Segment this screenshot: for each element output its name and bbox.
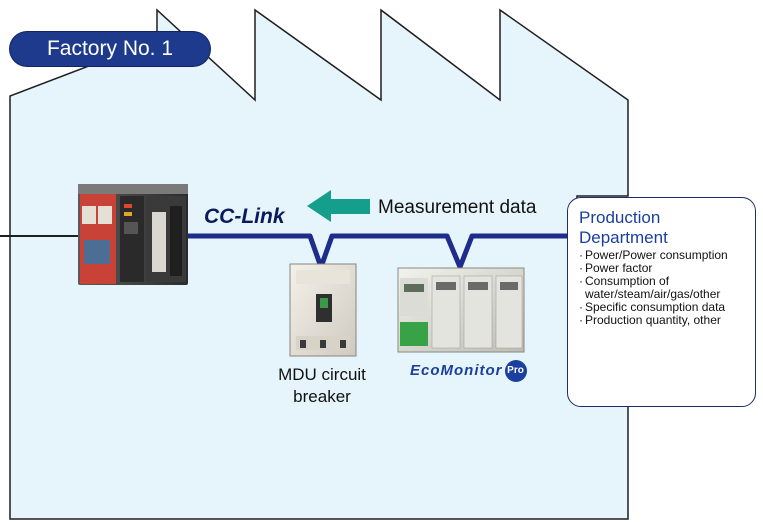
factory-badge: Factory No. 1 bbox=[10, 32, 210, 66]
production-item: Consumption of water/steam/air/gas/other bbox=[579, 275, 745, 301]
production-item: Power/Power consumption bbox=[579, 249, 745, 263]
cc-link-label: CC-Link bbox=[204, 205, 285, 228]
ecomonitor-logo-text: EcoMonitor bbox=[410, 361, 503, 379]
production-department-box: Production Department Power/Power consum… bbox=[567, 197, 756, 407]
measurement-data-label: Measurement data bbox=[378, 197, 537, 218]
production-item: Production quantity, other bbox=[579, 314, 745, 328]
plc-controller-image bbox=[78, 184, 188, 285]
data-flow-arrow bbox=[307, 190, 370, 222]
ecomonitor-image bbox=[397, 267, 525, 353]
production-department-title: Production Department bbox=[579, 208, 668, 247]
ecomonitor-pro-badge: Pro bbox=[504, 360, 527, 382]
production-item: Specific consumption data bbox=[579, 301, 745, 315]
circuit-breaker-image bbox=[289, 263, 357, 357]
production-item: Power factor bbox=[579, 262, 745, 276]
circuit-breaker-label: MDU circuit breaker bbox=[278, 365, 366, 406]
cc-link-bus-line bbox=[170, 233, 567, 270]
production-item-list: Power/Power consumption Power factor Con… bbox=[579, 249, 745, 328]
